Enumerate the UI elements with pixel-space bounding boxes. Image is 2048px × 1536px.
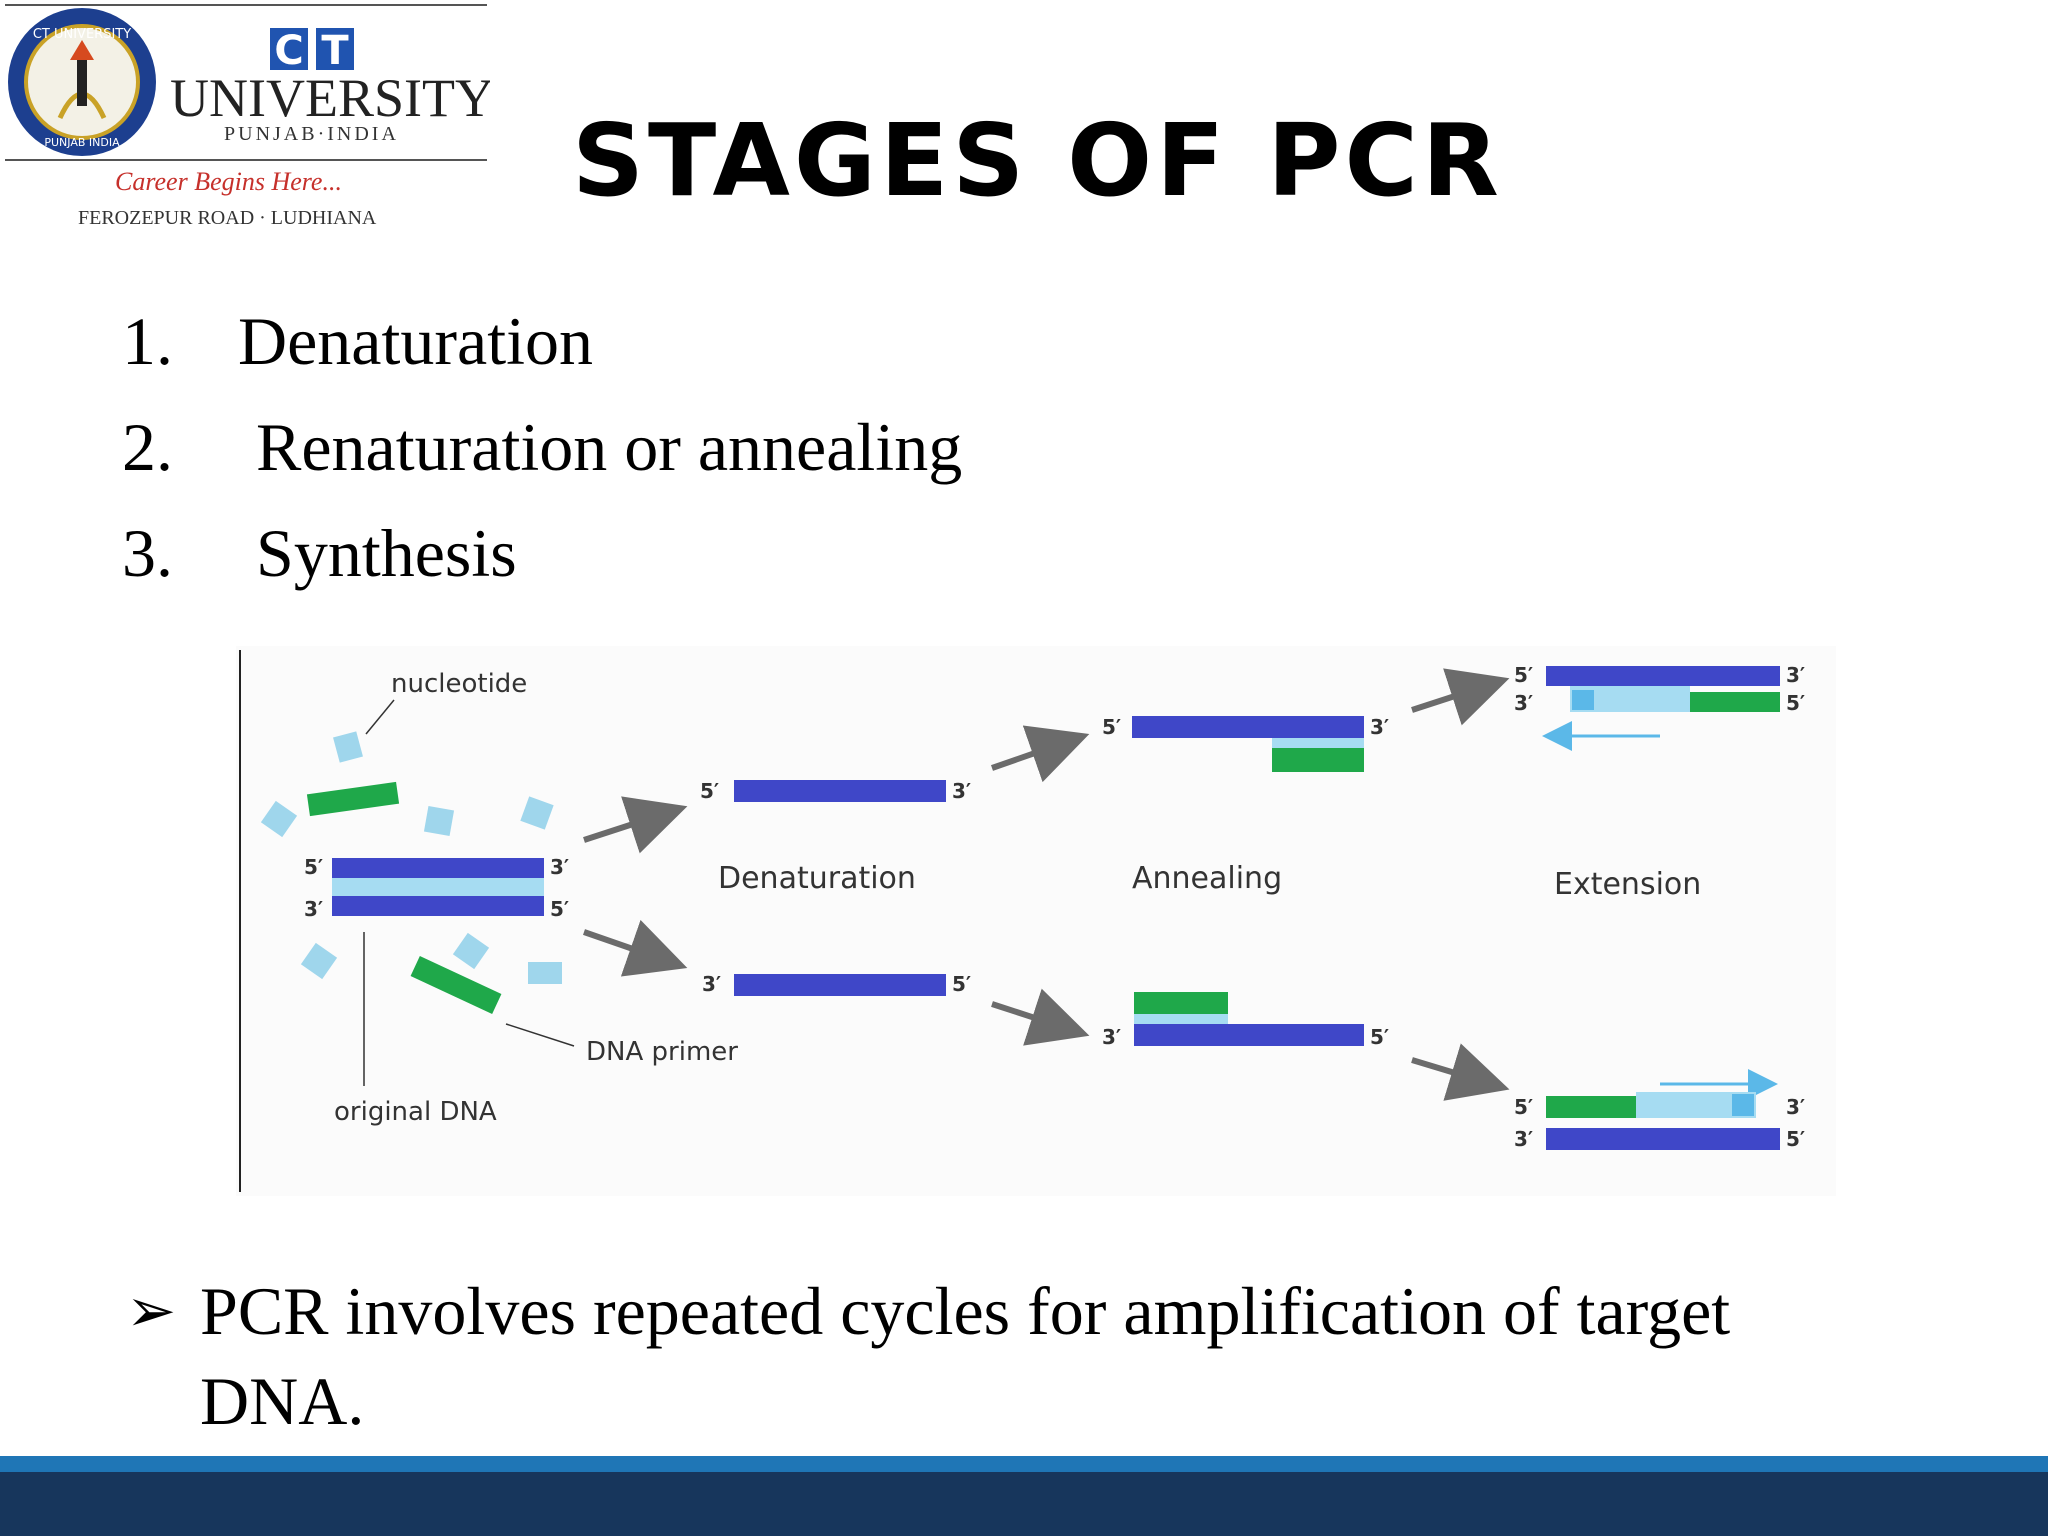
- label-original-dna: original DNA: [334, 1097, 497, 1127]
- denatured-bottom-strand: 3′ 5′: [702, 972, 971, 996]
- logo-university: UNIVERSITY: [170, 68, 490, 128]
- footer-bar: [0, 1472, 2048, 1536]
- svg-text:5′: 5′: [700, 779, 719, 803]
- flow-arrow: [991, 988, 1090, 1046]
- nucleotide: [333, 731, 363, 763]
- free-primer: [306, 781, 400, 817]
- svg-text:3′: 3′: [1102, 1025, 1121, 1049]
- extended-bottom-duplex: 5′ 3′ 3′ 5′: [1514, 1069, 1805, 1151]
- stage-number: 3.: [122, 515, 173, 591]
- svg-text:3′: 3′: [952, 779, 971, 803]
- svg-text:5′: 5′: [1370, 1025, 1389, 1049]
- slide-title: STAGES OF PCR: [572, 102, 1503, 219]
- annealed-top-strand: 5′ 3′: [1102, 715, 1389, 772]
- label-dna-primer: DNA primer: [586, 1037, 738, 1067]
- stage-text: Renaturation or annealing: [256, 409, 963, 485]
- label-denaturation: Denaturation: [718, 861, 916, 896]
- svg-text:5′: 5′: [952, 972, 971, 996]
- extended-top-duplex: 5′ 3′ 3′ 5′: [1514, 663, 1805, 751]
- logo-address: FEROZEPUR ROAD · LUDHIANA: [78, 207, 377, 229]
- flow-arrow: [583, 796, 688, 854]
- nucleotide: [300, 942, 338, 980]
- label-extension: Extension: [1554, 867, 1701, 902]
- pcr-diagram: nucleotide 5′ 3′ 3′ 5′ original DNA DNA …: [236, 646, 1836, 1196]
- svg-text:3′: 3′: [702, 972, 721, 996]
- svg-text:3′: 3′: [1514, 1127, 1533, 1151]
- free-primer: [410, 956, 502, 1014]
- stage-number: 1.: [122, 303, 173, 379]
- nucleotide: [528, 962, 562, 984]
- svg-text:3′: 3′: [1370, 715, 1389, 739]
- svg-text:3′: 3′: [550, 855, 569, 879]
- flow-arrow: [991, 725, 1090, 783]
- bullet-text-line1: PCR involves repeated cycles for amplifi…: [200, 1273, 1731, 1349]
- bullet-text-line2: DNA.: [200, 1363, 365, 1439]
- svg-text:5′: 5′: [304, 855, 323, 879]
- svg-text:3′: 3′: [1514, 691, 1533, 715]
- logo-tagline: Career Begins Here...: [115, 167, 342, 196]
- stage-number: 2.: [122, 409, 173, 485]
- flow-arrow: [1411, 1043, 1510, 1101]
- stage-text: Denaturation: [238, 303, 593, 379]
- seal-ring-top: CT UNIVERSITY: [33, 27, 131, 42]
- nucleotide: [260, 800, 298, 838]
- original-dna: 5′ 3′ 3′ 5′: [304, 855, 569, 921]
- svg-text:3′: 3′: [304, 897, 323, 921]
- label-nucleotide: nucleotide: [391, 669, 527, 699]
- denatured-top-strand: 5′ 3′: [700, 779, 971, 803]
- svg-text:5′: 5′: [550, 897, 569, 921]
- nucleotide: [423, 805, 455, 837]
- annealed-primer: [1272, 748, 1364, 772]
- svg-text:5′: 5′: [1514, 1095, 1533, 1119]
- annealed-bottom-strand: 3′ 5′: [1102, 992, 1389, 1049]
- seal-ring-bottom: PUNJAB INDIA: [44, 136, 120, 149]
- footer-accent-bar: [0, 1456, 2048, 1472]
- flow-arrow: [583, 919, 688, 977]
- stage-text: Synthesis: [256, 515, 517, 591]
- svg-text:5′: 5′: [1514, 663, 1533, 687]
- nucleotide: [452, 932, 490, 970]
- svg-text:5′: 5′: [1786, 691, 1805, 715]
- logo-location: PUNJAB·INDIA: [224, 123, 399, 145]
- ct-university-logo: CT UNIVERSITY PUNJAB INDIA C T UNIVERSIT…: [5, 4, 490, 229]
- annealed-primer: [1134, 992, 1228, 1014]
- label-annealing: Annealing: [1132, 861, 1282, 896]
- logo-c: C: [274, 28, 303, 74]
- svg-text:5′: 5′: [1786, 1127, 1805, 1151]
- university-seal: CT UNIVERSITY PUNJAB INDIA: [8, 8, 156, 156]
- svg-text:3′: 3′: [1786, 1095, 1805, 1119]
- free-nucleotides: [260, 731, 562, 984]
- logo-t: T: [321, 28, 349, 74]
- nucleotide: [520, 796, 554, 830]
- svg-text:5′: 5′: [1102, 715, 1121, 739]
- svg-text:3′: 3′: [1786, 663, 1805, 687]
- flow-arrow: [1411, 668, 1510, 726]
- bullet-arrow-icon: ➢: [126, 1276, 177, 1346]
